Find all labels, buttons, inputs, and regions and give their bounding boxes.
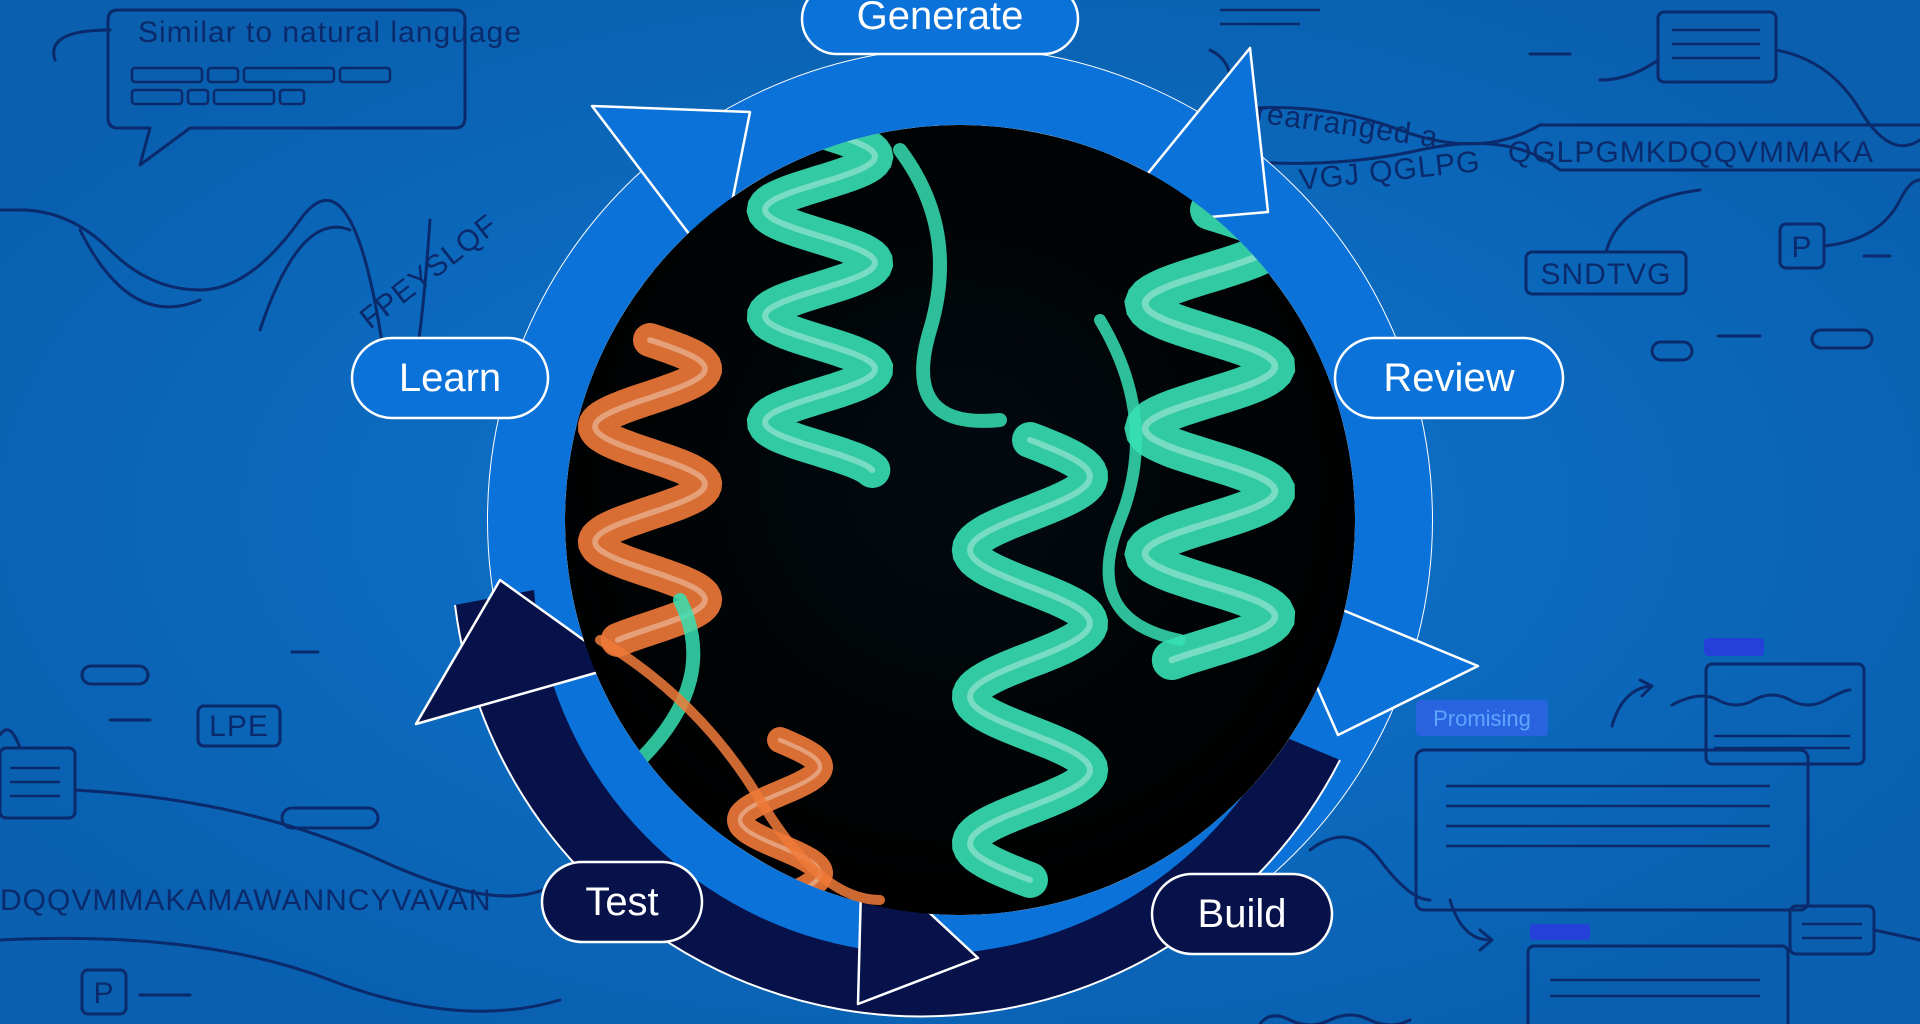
stage-build[interactable]: Build: [1150, 872, 1334, 956]
stage-generate-label: Generate: [857, 0, 1024, 38]
promising-badge: [1416, 700, 1548, 736]
helix-right: [1124, 190, 1296, 680]
tag-sndtvg: SNDTVG: [1540, 258, 1671, 291]
helix-right-highlight: [1141, 206, 1279, 664]
stage-generate[interactable]: Generate: [800, 0, 1080, 56]
callout-text: Similar to natural language: [138, 16, 522, 49]
tag-lpe: LPE: [209, 710, 269, 743]
stage-test-label: Test: [585, 880, 658, 924]
stage-review-label: Review: [1383, 356, 1514, 400]
loop-4: [595, 635, 885, 905]
stage-learn[interactable]: Learn: [350, 336, 550, 420]
stage-test[interactable]: Test: [540, 860, 704, 944]
helix-left: [577, 323, 723, 657]
tag-p-bottom: P: [93, 977, 114, 1010]
helix-center: [951, 422, 1109, 898]
stage-build-label: Build: [1198, 892, 1287, 936]
callout-bubble: [106, 8, 467, 167]
seq-right-1-text: QGLPGMKDQQVMMAKA: [1508, 136, 1874, 169]
helix-left-highlight: [592, 337, 708, 643]
seq-bottom-text: DQQVMMAKAMAWANNCYVAVAN: [0, 884, 491, 917]
protein-structure-image: [565, 125, 1355, 915]
tag-p: P: [1791, 231, 1812, 264]
helix-top-center-highlight: [761, 127, 879, 473]
promising-badge-text: Promising: [1433, 706, 1531, 731]
stage-review[interactable]: Review: [1333, 336, 1565, 420]
loop-3: [1094, 314, 1186, 646]
helix-top-center: [746, 125, 894, 488]
loop-1: [893, 143, 1007, 428]
stage-learn-label: Learn: [399, 356, 501, 400]
helix-center-highlight: [966, 437, 1094, 883]
arrow-head-learn: [414, 578, 622, 726]
